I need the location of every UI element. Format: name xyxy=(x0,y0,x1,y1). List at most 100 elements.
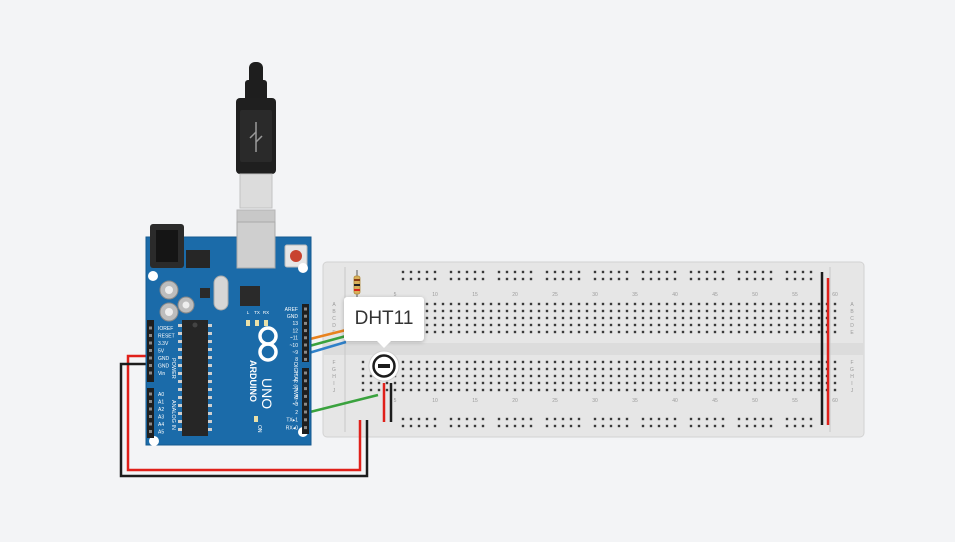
rail-hole[interactable] xyxy=(465,277,469,281)
breadboard-hole[interactable] xyxy=(721,360,725,364)
breadboard-hole[interactable] xyxy=(489,374,493,378)
breadboard-hole[interactable] xyxy=(457,309,461,313)
breadboard-hole[interactable] xyxy=(465,302,469,306)
breadboard-hole[interactable] xyxy=(609,360,613,364)
breadboard-hole[interactable] xyxy=(465,381,469,385)
rail-hole[interactable] xyxy=(673,270,677,274)
rail-hole[interactable] xyxy=(577,417,581,421)
breadboard-hole[interactable] xyxy=(489,388,493,392)
breadboard-hole[interactable] xyxy=(481,374,485,378)
rail-hole[interactable] xyxy=(641,424,645,428)
rail-hole[interactable] xyxy=(745,424,749,428)
breadboard-hole[interactable] xyxy=(817,316,821,320)
breadboard-hole[interactable] xyxy=(425,367,429,371)
breadboard-hole[interactable] xyxy=(601,309,605,313)
breadboard-hole[interactable] xyxy=(809,388,813,392)
breadboard-hole[interactable] xyxy=(625,374,629,378)
rail-hole[interactable] xyxy=(737,424,741,428)
breadboard-hole[interactable] xyxy=(745,360,749,364)
breadboard-hole[interactable] xyxy=(489,330,493,334)
rail-hole[interactable] xyxy=(689,277,693,281)
breadboard-hole[interactable] xyxy=(657,388,661,392)
breadboard-hole[interactable] xyxy=(529,323,533,327)
breadboard-hole[interactable] xyxy=(601,388,605,392)
breadboard-hole[interactable] xyxy=(657,367,661,371)
rail-hole[interactable] xyxy=(689,424,693,428)
breadboard-hole[interactable] xyxy=(497,323,501,327)
breadboard-hole[interactable] xyxy=(753,381,757,385)
breadboard-hole[interactable] xyxy=(705,302,709,306)
breadboard-hole[interactable] xyxy=(481,316,485,320)
breadboard-hole[interactable] xyxy=(673,316,677,320)
breadboard-hole[interactable] xyxy=(465,367,469,371)
analog-pin[interactable] xyxy=(149,422,152,426)
breadboard-hole[interactable] xyxy=(657,381,661,385)
breadboard-hole[interactable] xyxy=(705,330,709,334)
breadboard-hole[interactable] xyxy=(753,330,757,334)
breadboard-hole[interactable] xyxy=(801,367,805,371)
rail-hole[interactable] xyxy=(513,417,517,421)
rail-hole[interactable] xyxy=(473,424,477,428)
breadboard-hole[interactable] xyxy=(721,388,725,392)
breadboard-hole[interactable] xyxy=(441,388,445,392)
breadboard-hole[interactable] xyxy=(473,360,477,364)
breadboard-hole[interactable] xyxy=(609,367,613,371)
breadboard-hole[interactable] xyxy=(705,360,709,364)
breadboard-hole[interactable] xyxy=(553,316,557,320)
breadboard-hole[interactable] xyxy=(457,360,461,364)
rail-hole[interactable] xyxy=(409,277,413,281)
breadboard-hole[interactable] xyxy=(673,323,677,327)
breadboard-hole[interactable] xyxy=(361,367,365,371)
breadboard-hole[interactable] xyxy=(529,381,533,385)
breadboard-hole[interactable] xyxy=(793,374,797,378)
breadboard-hole[interactable] xyxy=(793,367,797,371)
breadboard-hole[interactable] xyxy=(481,323,485,327)
breadboard-hole[interactable] xyxy=(585,374,589,378)
breadboard-hole[interactable] xyxy=(689,381,693,385)
breadboard-hole[interactable] xyxy=(681,309,685,313)
breadboard-hole[interactable] xyxy=(633,316,637,320)
breadboard-hole[interactable] xyxy=(489,323,493,327)
rail-hole[interactable] xyxy=(737,270,741,274)
rail-hole[interactable] xyxy=(713,424,717,428)
breadboard-hole[interactable] xyxy=(577,381,581,385)
breadboard-hole[interactable] xyxy=(721,381,725,385)
rail-hole[interactable] xyxy=(529,417,533,421)
breadboard-hole[interactable] xyxy=(449,388,453,392)
breadboard-hole[interactable] xyxy=(409,381,413,385)
breadboard-hole[interactable] xyxy=(513,330,517,334)
breadboard-hole[interactable] xyxy=(809,374,813,378)
breadboard-hole[interactable] xyxy=(721,316,725,320)
breadboard-hole[interactable] xyxy=(473,323,477,327)
breadboard-hole[interactable] xyxy=(377,388,381,392)
breadboard-hole[interactable] xyxy=(801,309,805,313)
breadboard-hole[interactable] xyxy=(809,323,813,327)
rail-hole[interactable] xyxy=(713,277,717,281)
breadboard-hole[interactable] xyxy=(569,330,573,334)
breadboard-hole[interactable] xyxy=(585,360,589,364)
breadboard-hole[interactable] xyxy=(625,388,629,392)
breadboard-hole[interactable] xyxy=(473,330,477,334)
breadboard-hole[interactable] xyxy=(521,323,525,327)
breadboard-hole[interactable] xyxy=(761,302,765,306)
breadboard-hole[interactable] xyxy=(449,360,453,364)
rail-hole[interactable] xyxy=(473,270,477,274)
breadboard-hole[interactable] xyxy=(681,323,685,327)
breadboard-hole[interactable] xyxy=(489,309,493,313)
rail-hole[interactable] xyxy=(673,417,677,421)
breadboard-hole[interactable] xyxy=(465,388,469,392)
breadboard-hole[interactable] xyxy=(609,323,613,327)
breadboard-hole[interactable] xyxy=(601,360,605,364)
breadboard-hole[interactable] xyxy=(809,302,813,306)
digital-pin[interactable] xyxy=(304,379,307,383)
breadboard-hole[interactable] xyxy=(593,330,597,334)
breadboard-hole[interactable] xyxy=(497,388,501,392)
breadboard-hole[interactable] xyxy=(777,323,781,327)
breadboard-hole[interactable] xyxy=(793,330,797,334)
breadboard-hole[interactable] xyxy=(801,302,805,306)
rail-hole[interactable] xyxy=(409,424,413,428)
rail-hole[interactable] xyxy=(409,417,413,421)
breadboard-hole[interactable] xyxy=(617,316,621,320)
power-pin[interactable] xyxy=(149,356,152,360)
power-pin[interactable] xyxy=(149,364,152,367)
